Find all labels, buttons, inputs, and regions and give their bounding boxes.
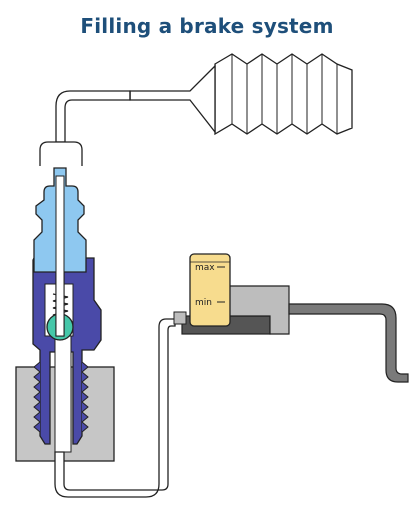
- fluid-reservoir: [189, 253, 231, 327]
- return-tube: [54, 318, 176, 498]
- brake-line: [288, 303, 409, 383]
- rubber-bellows: [214, 53, 353, 136]
- diagram-title: Filling a brake system: [80, 14, 334, 38]
- screw-thread: [33, 361, 89, 433]
- hose-connector: [39, 141, 83, 166]
- filler-tube: [55, 90, 131, 143]
- bellows-funnel: [129, 64, 216, 134]
- reservoir-max-label: max: [195, 263, 215, 273]
- reservoir-min-label: min: [195, 298, 212, 308]
